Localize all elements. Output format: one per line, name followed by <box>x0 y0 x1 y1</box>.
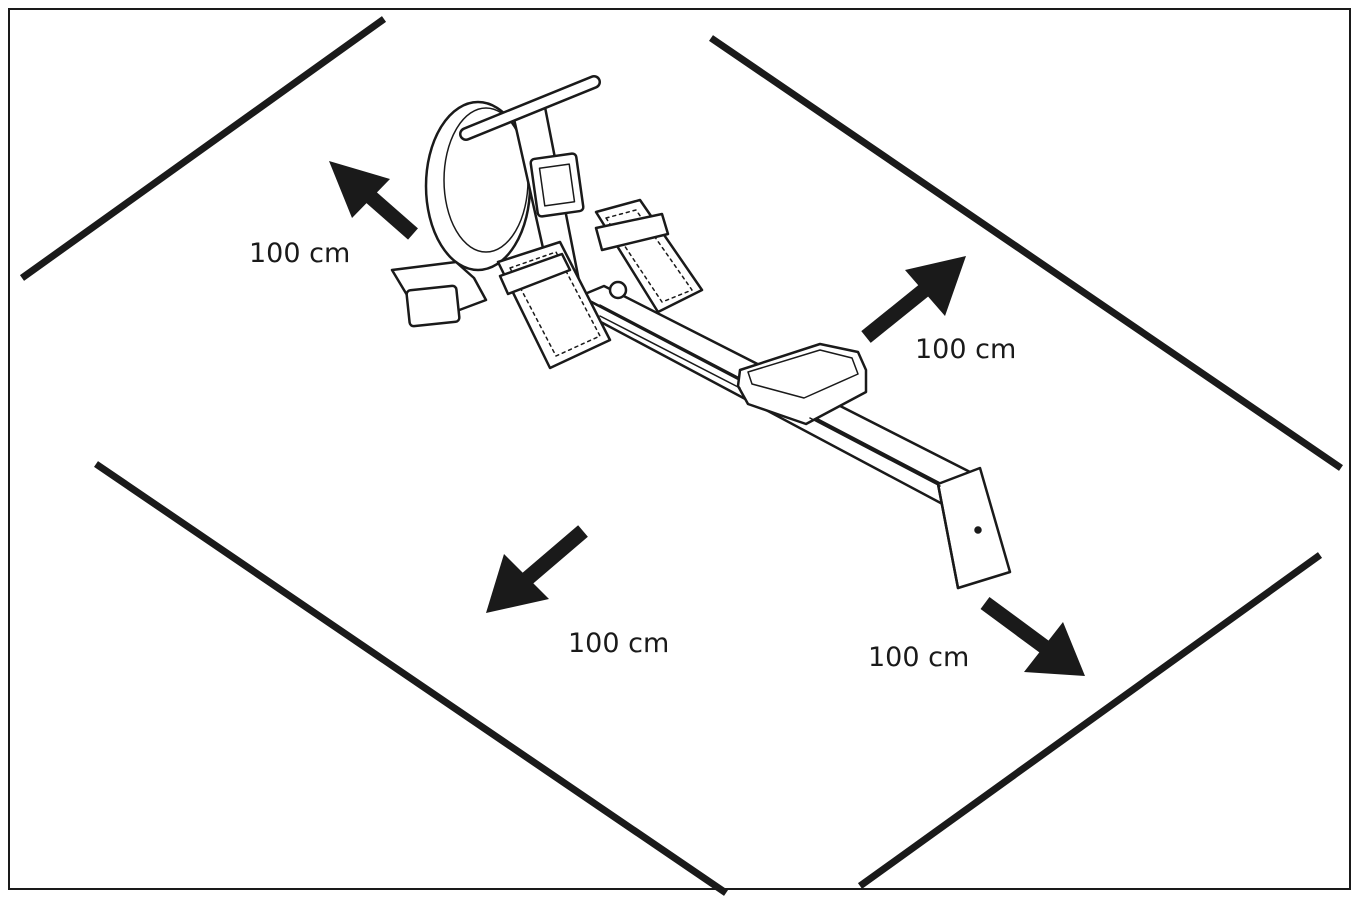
boundary-line-bottom-left <box>94 461 728 896</box>
clearance-label-right: 100 cm <box>915 334 1017 365</box>
boundary-line-bottom-right <box>857 552 1323 889</box>
clearance-label-front: 100 cm <box>568 628 670 659</box>
clearance-arrows <box>329 161 1085 676</box>
handlebar <box>459 75 601 141</box>
arrow-icon <box>329 161 418 240</box>
arrow-icon <box>486 525 588 613</box>
boundary-line-top-left <box>19 16 387 281</box>
foot-pedal-right <box>594 198 704 314</box>
foot-pedal-left <box>496 240 612 370</box>
adjustment-knob <box>608 280 628 300</box>
arrow-icon <box>861 256 966 343</box>
boundary-line-top-right <box>709 35 1343 471</box>
clearance-label-rear: 100 cm <box>868 642 970 673</box>
diagram-frame <box>8 8 1351 890</box>
monitor-icon <box>529 152 585 218</box>
boundary-lines <box>19 16 1343 896</box>
rowing-machine-icon <box>390 75 1012 590</box>
arrow-icon <box>980 596 1085 676</box>
clearance-label-left: 100 cm <box>249 238 351 269</box>
rear-foot <box>936 466 1012 590</box>
seat <box>736 342 868 426</box>
